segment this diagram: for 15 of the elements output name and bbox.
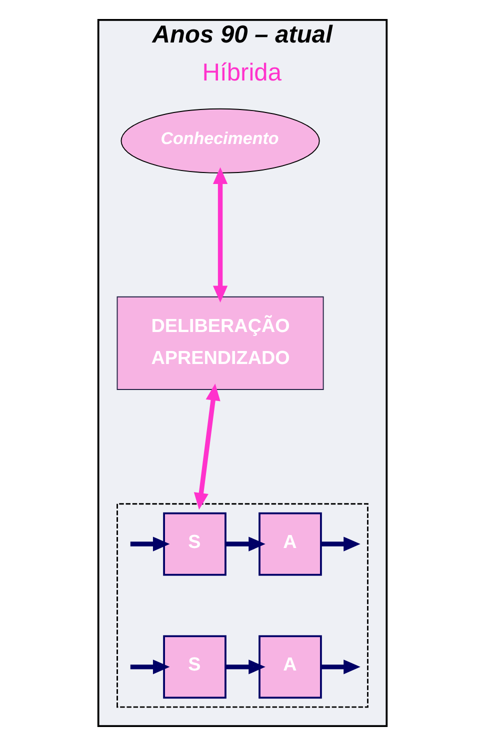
node-box: DELIBERAÇÃO APRENDIZADO [116,296,324,390]
node-ellipse: Conhecimento [120,108,320,174]
node-box: S [163,512,226,576]
arrow [212,167,228,303]
arrow [194,384,220,510]
arrow [130,660,170,674]
arrow [130,536,170,552]
node-box: A [258,635,322,699]
node-box: S [163,635,226,699]
arrow [226,660,266,674]
arrow [321,536,360,552]
cluster [116,503,368,708]
arrow [321,660,360,674]
node-box: A [258,512,322,576]
arrow [226,536,266,552]
